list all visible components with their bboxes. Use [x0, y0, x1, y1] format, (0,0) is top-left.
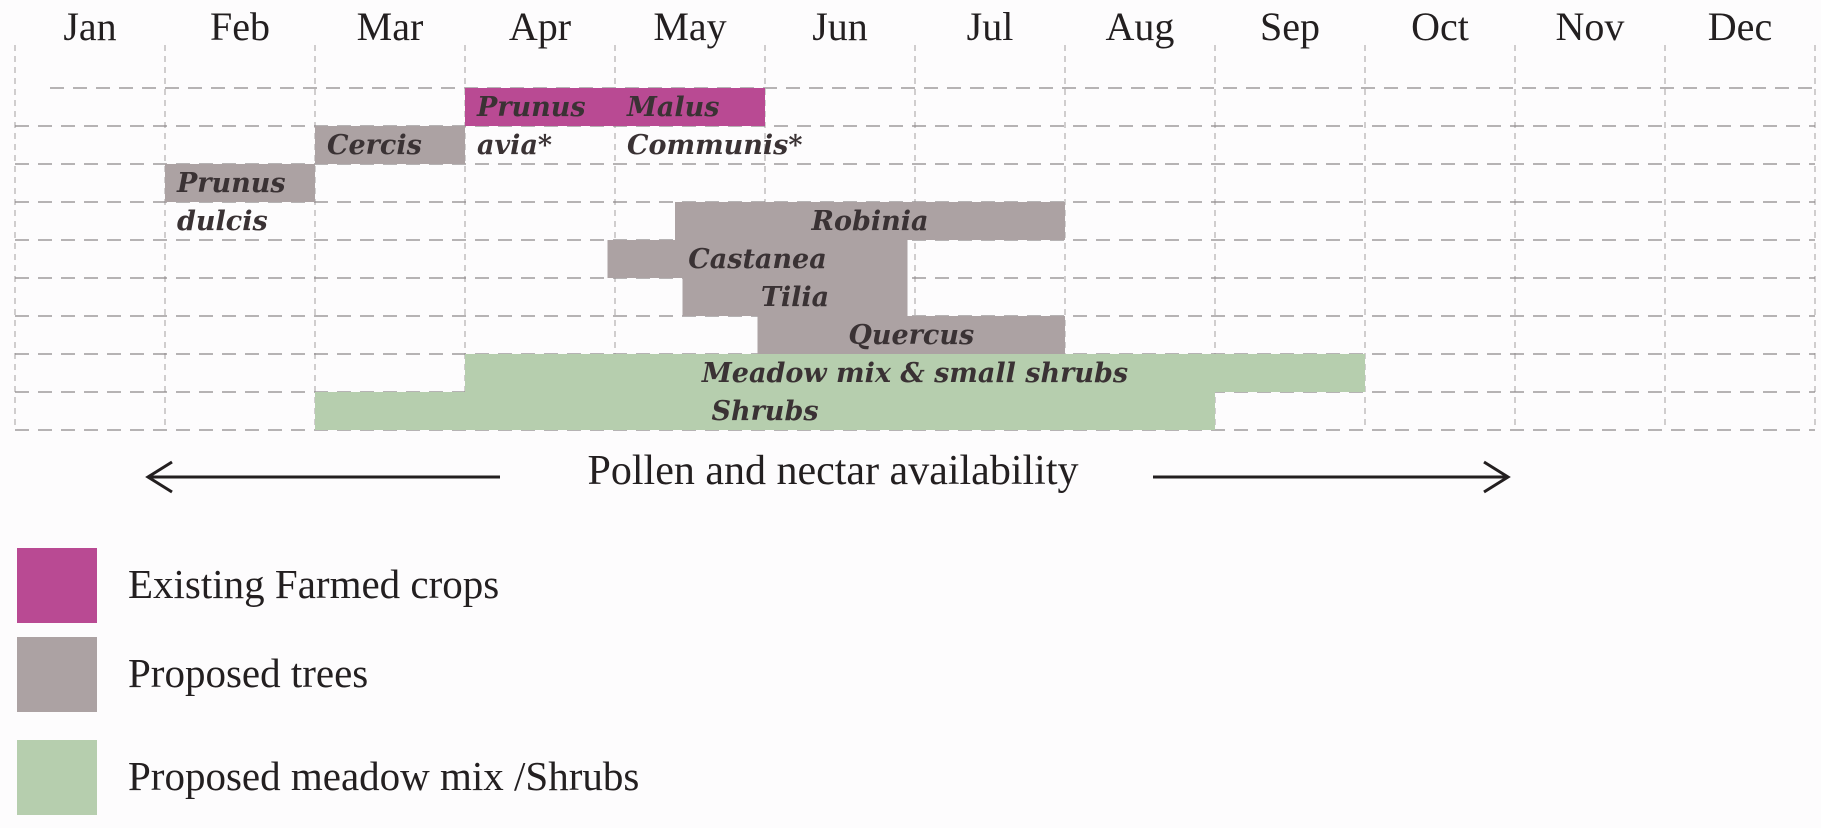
- month-label-mar: Mar: [357, 4, 424, 49]
- bar-labels: Prunusavia*MalusCommunis*CercisPrunusdul…: [176, 92, 1128, 427]
- legend-label-meadow: Proposed meadow mix /Shrubs: [128, 753, 639, 799]
- month-label-feb: Feb: [210, 4, 270, 49]
- legend-swatch-meadow: [17, 740, 97, 815]
- legend-label-crops: Existing Farmed crops: [128, 561, 499, 607]
- bar-label: Meadow mix & small shrubs: [701, 358, 1128, 389]
- bar-prunus: [165, 164, 315, 202]
- caption-text: Pollen and nectar availability: [588, 448, 1079, 494]
- arrow-left-head: [145, 460, 173, 494]
- bar-label: Castanea: [688, 244, 826, 275]
- month-label-jul: Jul: [967, 4, 1014, 49]
- bar-meadow-mix-small-shrubs: [465, 354, 1365, 392]
- bar-malus: [615, 88, 765, 126]
- bar-prunus: [465, 88, 615, 126]
- bar-cercis: [315, 126, 465, 164]
- arrow-right-head: [1483, 460, 1511, 494]
- bar-sublabel: avia*: [477, 130, 552, 161]
- bar-robinia: [675, 202, 1065, 240]
- bar-label: Shrubs: [711, 396, 818, 427]
- bar-label: Cercis: [327, 130, 422, 161]
- bar-tilia: [682, 278, 908, 316]
- month-label-apr: Apr: [509, 4, 571, 49]
- bar-label: Robinia: [811, 206, 929, 237]
- month-label-oct: Oct: [1411, 4, 1469, 49]
- month-label-nov: Nov: [1556, 4, 1625, 49]
- month-label-may: May: [653, 4, 726, 49]
- month-label-jun: Jun: [812, 4, 868, 49]
- bar-label: Prunus: [476, 92, 586, 123]
- bar-label: Prunus: [176, 168, 286, 199]
- bar-label: Quercus: [848, 320, 974, 351]
- month-axis: Jan Feb Mar Apr May Jun Jul Aug Sep Oct Nov Dec: [63, 4, 1772, 49]
- bar-quercus: [757, 316, 1065, 354]
- bar-shrubs: [315, 392, 1215, 430]
- availability-caption: Pollen and nectar availability: [145, 448, 1511, 494]
- legend-label-trees: Proposed trees: [128, 650, 368, 696]
- bar-label: Tilia: [761, 282, 829, 313]
- bars: [165, 88, 1365, 430]
- legend-swatch-crops: [17, 548, 97, 623]
- month-label-jan: Jan: [63, 4, 116, 49]
- bar-sublabel: Communis*: [627, 130, 802, 161]
- month-label-dec: Dec: [1708, 4, 1772, 49]
- bar-castanea: [607, 240, 908, 278]
- bar-label: Malus: [626, 92, 719, 123]
- bar-sublabel: dulcis: [177, 206, 268, 237]
- month-label-sep: Sep: [1260, 4, 1320, 49]
- legend-swatch-trees: [17, 637, 97, 712]
- month-label-aug: Aug: [1106, 4, 1175, 49]
